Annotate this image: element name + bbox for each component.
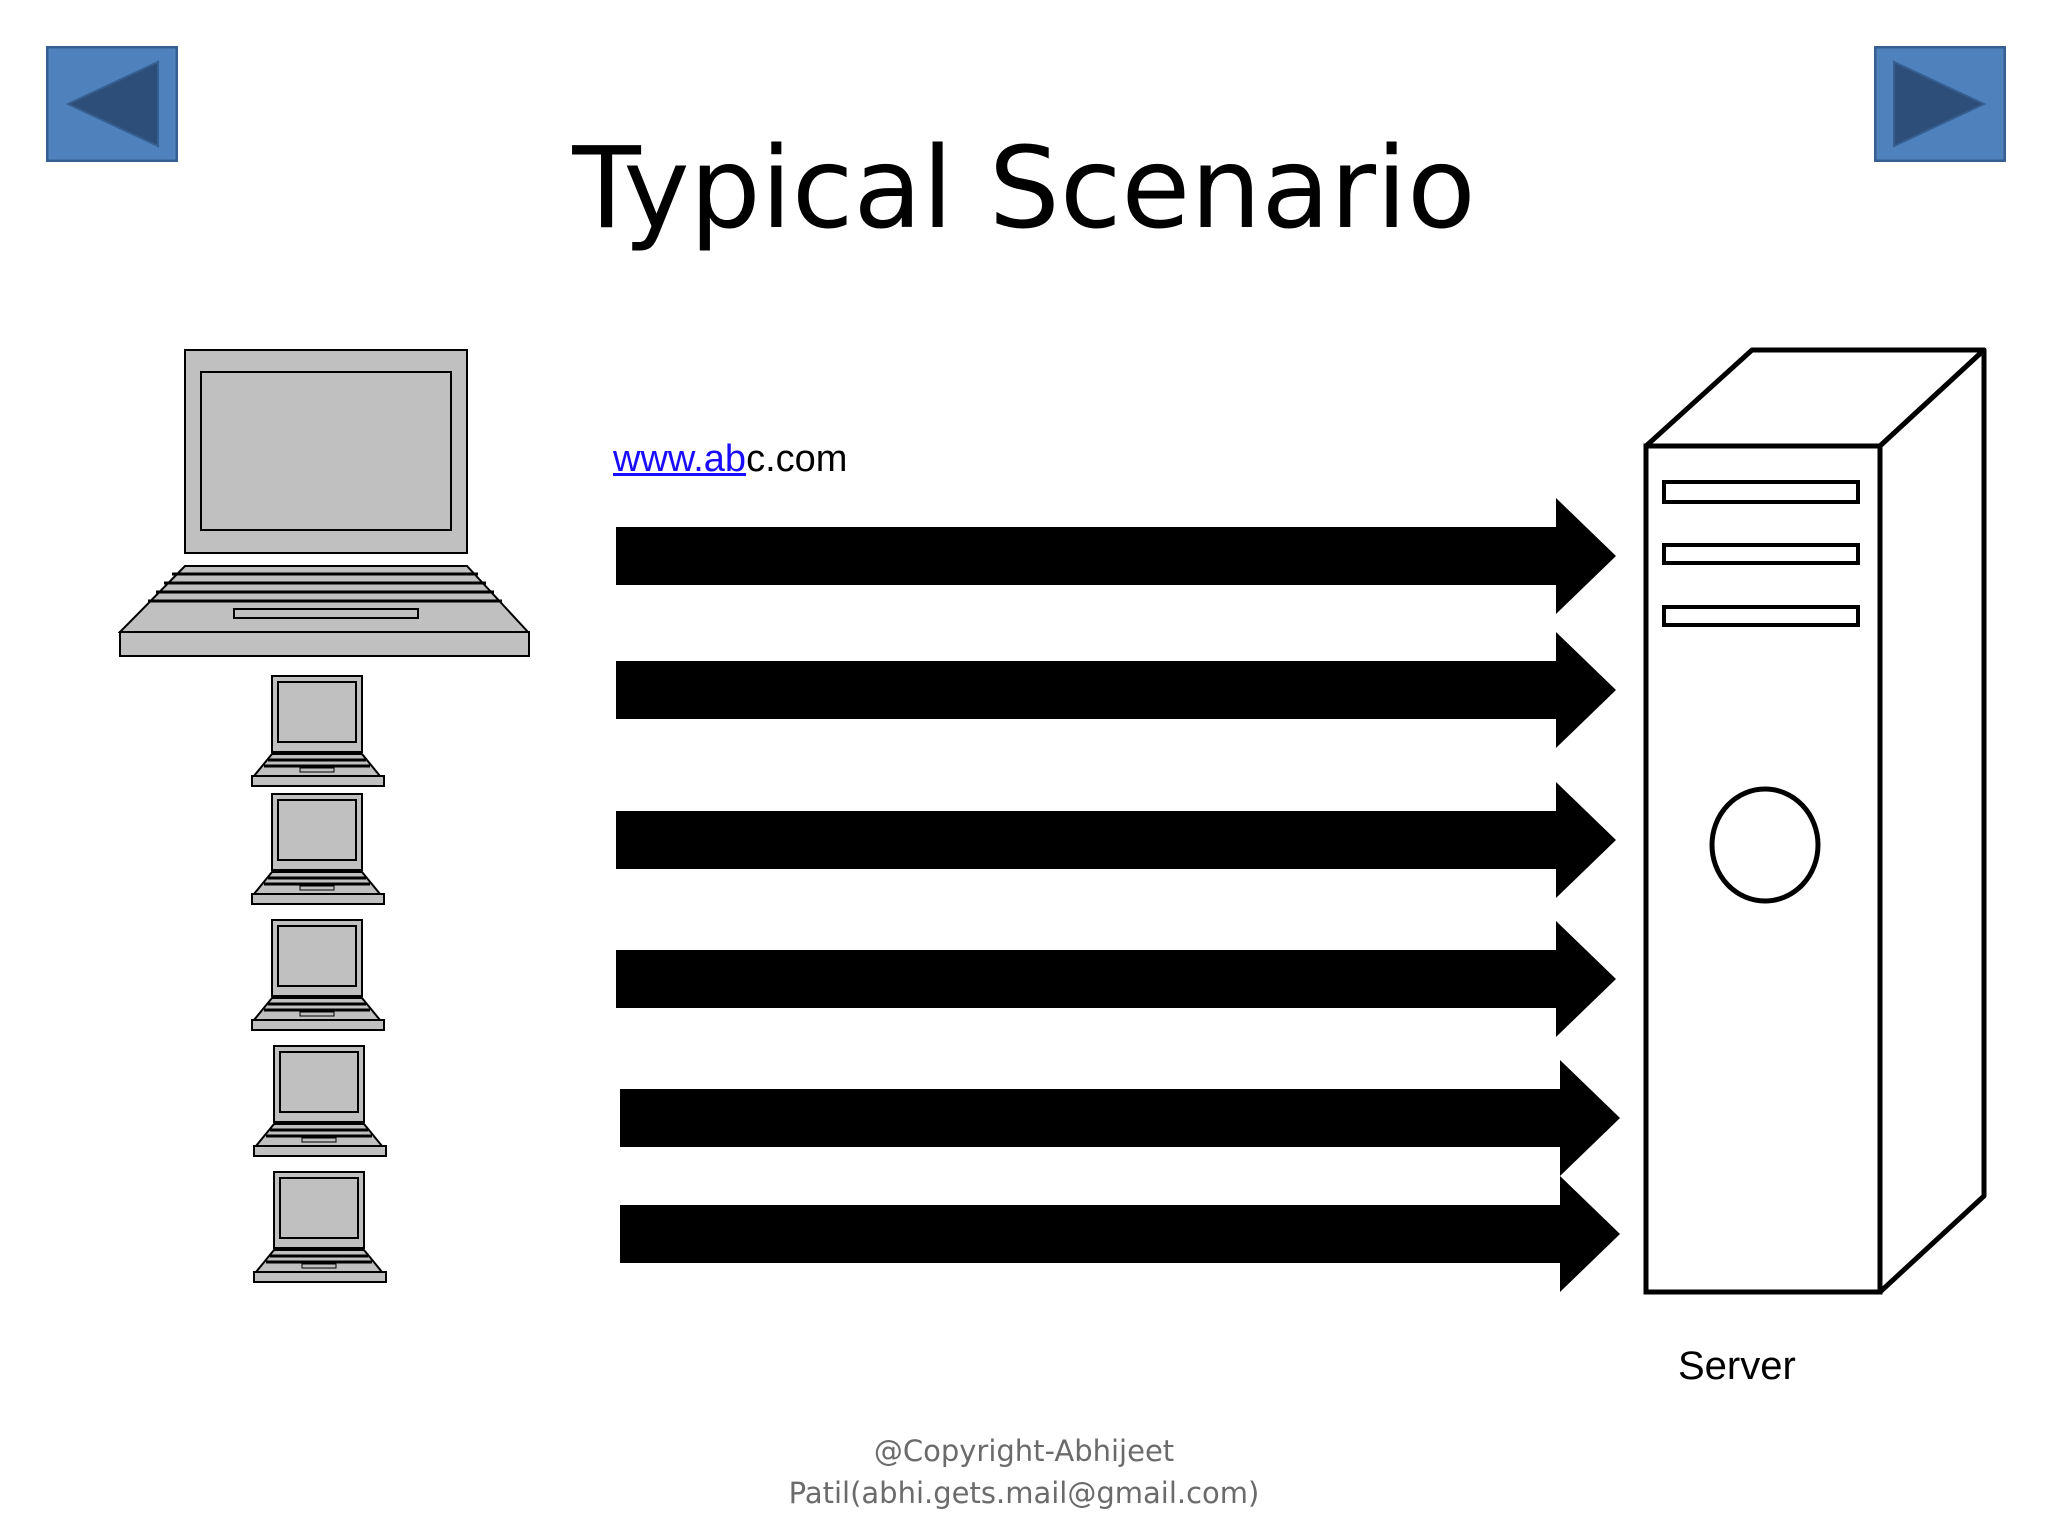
request-arrow	[620, 1060, 1620, 1176]
client-laptop	[252, 1044, 388, 1158]
client-laptop	[250, 674, 386, 788]
request-arrow	[620, 1176, 1620, 1292]
copyright-footer: @Copyright-Abhijeet Patil(abhi.gets.mail…	[0, 1430, 2048, 1514]
server-icon	[1643, 347, 1987, 1295]
footer-line-2: Patil(abhi.gets.mail@gmail.com)	[788, 1476, 1260, 1510]
client-laptop	[250, 918, 386, 1032]
client-laptop	[252, 1170, 388, 1284]
previous-slide-button[interactable]	[46, 46, 178, 162]
request-arrow	[616, 782, 1616, 898]
server-label: Server	[1678, 1344, 1796, 1388]
triangle-right-icon	[1874, 46, 2006, 162]
next-slide-button[interactable]	[1874, 46, 2006, 162]
slide-title: Typical Scenario	[572, 124, 1476, 254]
url-link[interactable]: www.ab	[613, 438, 747, 480]
request-arrow	[616, 921, 1616, 1037]
footer-line-1: @Copyright-Abhijeet	[873, 1434, 1175, 1468]
url-suffix: c.com	[746, 438, 848, 480]
url-text: www.abc.com	[613, 438, 847, 481]
request-arrow	[616, 498, 1616, 614]
client-laptop	[250, 792, 386, 906]
triangle-left-icon	[46, 46, 178, 162]
request-arrow	[616, 632, 1616, 748]
client-laptop-large	[117, 349, 531, 657]
